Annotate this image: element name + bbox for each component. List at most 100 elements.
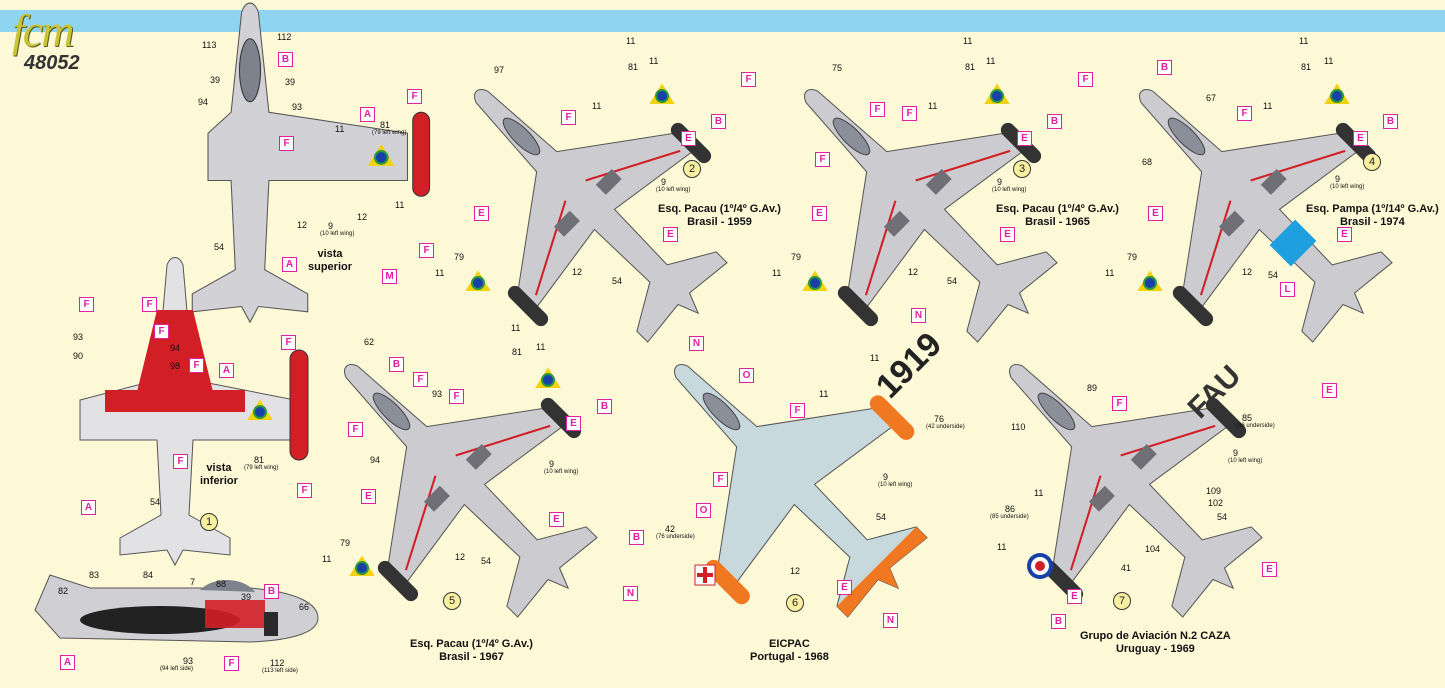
callout-113: 113	[202, 40, 217, 50]
callout-79-4: 79	[1127, 252, 1138, 262]
callout-98: 98	[170, 361, 181, 371]
callout-93-5: 93	[432, 389, 443, 399]
caption-6: EICPAC Portugal - 1968	[750, 638, 829, 663]
tag-E-4a: E	[1353, 131, 1368, 146]
callout-11-4b: 11	[1324, 56, 1334, 66]
callout-11-6b: 11	[819, 389, 829, 399]
roundel-5a	[535, 367, 561, 389]
top-view-plane	[191, 2, 431, 324]
tag-E-7a: E	[1322, 383, 1337, 398]
scheme-number-2: 2	[683, 160, 701, 178]
plane-7	[923, 278, 1321, 676]
callout-11-4c: 11	[1263, 101, 1273, 111]
callout-12-top: 12	[357, 212, 368, 222]
callout-97: 97	[494, 65, 505, 75]
scheme-number-3: 3	[1013, 160, 1031, 178]
callout-42-under: (42 underside)	[926, 424, 965, 430]
callout-12-2: 12	[572, 267, 583, 277]
tag-F-6b: F	[713, 472, 728, 487]
callout-11-2c: 11	[592, 101, 602, 111]
callout-12-top2: 12	[297, 220, 308, 230]
product-code: 48052	[24, 52, 80, 74]
scheme-number-7: 7	[1113, 592, 1131, 610]
callout-54-5: 54	[481, 556, 492, 566]
roundel-4b	[1137, 270, 1163, 292]
callout-68: 68	[1142, 157, 1153, 167]
tag-B-top: B	[278, 52, 293, 67]
tag-E-2c: E	[663, 227, 678, 242]
plane-5	[258, 278, 656, 676]
tag-B-5b: B	[597, 399, 612, 414]
callout-102: 102	[1208, 498, 1224, 508]
tag-F-2a: F	[561, 110, 576, 125]
tag-F-top2: F	[407, 89, 422, 104]
callout-11-5a: 11	[511, 323, 521, 333]
tag-L-4: L	[1280, 282, 1295, 297]
tag-E-6: E	[837, 580, 852, 595]
callout-54-6: 54	[876, 512, 887, 522]
callout-11-top: 11	[335, 124, 345, 134]
tag-E-3a: E	[1017, 131, 1032, 146]
tag-A-bot2: A	[81, 500, 96, 515]
tag-F-3b: F	[902, 106, 917, 121]
tag-E-3b: E	[812, 206, 827, 221]
tag-A-top: A	[360, 107, 375, 122]
callout-94-left: (94 left side)	[160, 666, 194, 672]
callout-89: 89	[1087, 383, 1098, 393]
portugal-cross	[694, 564, 716, 586]
callout-11-2d: 11	[435, 268, 445, 278]
caption-7: Grupo de Aviación N.2 CAZA Uruguay - 196…	[1080, 630, 1231, 655]
tag-F-3a: F	[870, 102, 885, 117]
callout-79-left: (79 left wing)	[372, 130, 407, 136]
callout-66: 66	[299, 602, 310, 612]
tag-B-side: B	[264, 584, 279, 599]
tag-F-top3: F	[419, 243, 434, 258]
callout-81-5: 81	[512, 347, 523, 357]
tag-F-5c: F	[348, 422, 363, 437]
callout-12-6: 12	[790, 566, 801, 576]
callout-109: 109	[1206, 486, 1222, 496]
callout-11-5c: 11	[322, 554, 332, 564]
tag-F-bot6: F	[173, 454, 188, 469]
callout-11-3a: 11	[963, 36, 973, 46]
callout-62: 62	[364, 337, 375, 347]
callout-11-3b: 11	[986, 56, 996, 66]
callout-94-bottom: 94	[170, 343, 181, 353]
callout-81-4: 81	[1301, 62, 1312, 72]
callout-11-4a: 11	[1299, 36, 1309, 46]
tag-E-2a: E	[681, 131, 696, 146]
tag-N-6c: N	[623, 586, 638, 601]
callout-9-5: 9	[549, 459, 555, 469]
callout-11-2a: 11	[626, 36, 636, 46]
callout-81: 81	[380, 120, 391, 130]
callout-12-5: 12	[455, 552, 466, 562]
callout-11-7a: 11	[1034, 488, 1044, 498]
tag-E-3c: E	[1000, 227, 1015, 242]
callout-39b: 39	[285, 77, 296, 87]
callout-76-under: (76 underside)	[656, 534, 695, 540]
callout-54-4: 54	[1268, 270, 1279, 280]
tag-F-3c: F	[815, 152, 830, 167]
callout-79-5: 79	[340, 538, 351, 548]
callout-42: 42	[665, 524, 676, 534]
callout-54-top: 54	[214, 242, 225, 252]
tag-F-bot2: F	[142, 297, 157, 312]
callout-94: 94	[198, 97, 209, 107]
callout-10-left-2: (10 left wing)	[656, 187, 691, 193]
tag-A-bot1: A	[219, 363, 234, 378]
plane-6	[674, 364, 928, 618]
callout-54-3: 54	[947, 276, 958, 286]
callout-54-7: 54	[1217, 512, 1228, 522]
tag-E-5c: E	[549, 512, 564, 527]
callout-90: 90	[73, 351, 84, 361]
roundel-3b	[802, 270, 828, 292]
callout-10-left-top: (10 left wing)	[320, 231, 355, 237]
callout-11-6a: 11	[870, 353, 880, 363]
tag-B-5a: B	[389, 357, 404, 372]
tag-F-bot5: F	[281, 335, 296, 350]
tag-N-6b: N	[911, 308, 926, 323]
tag-A-top2: A	[282, 257, 297, 272]
callout-10-left-7: (10 left wing)	[1228, 458, 1263, 464]
tag-N-6a: N	[689, 336, 704, 351]
roundel-5b	[349, 555, 375, 577]
